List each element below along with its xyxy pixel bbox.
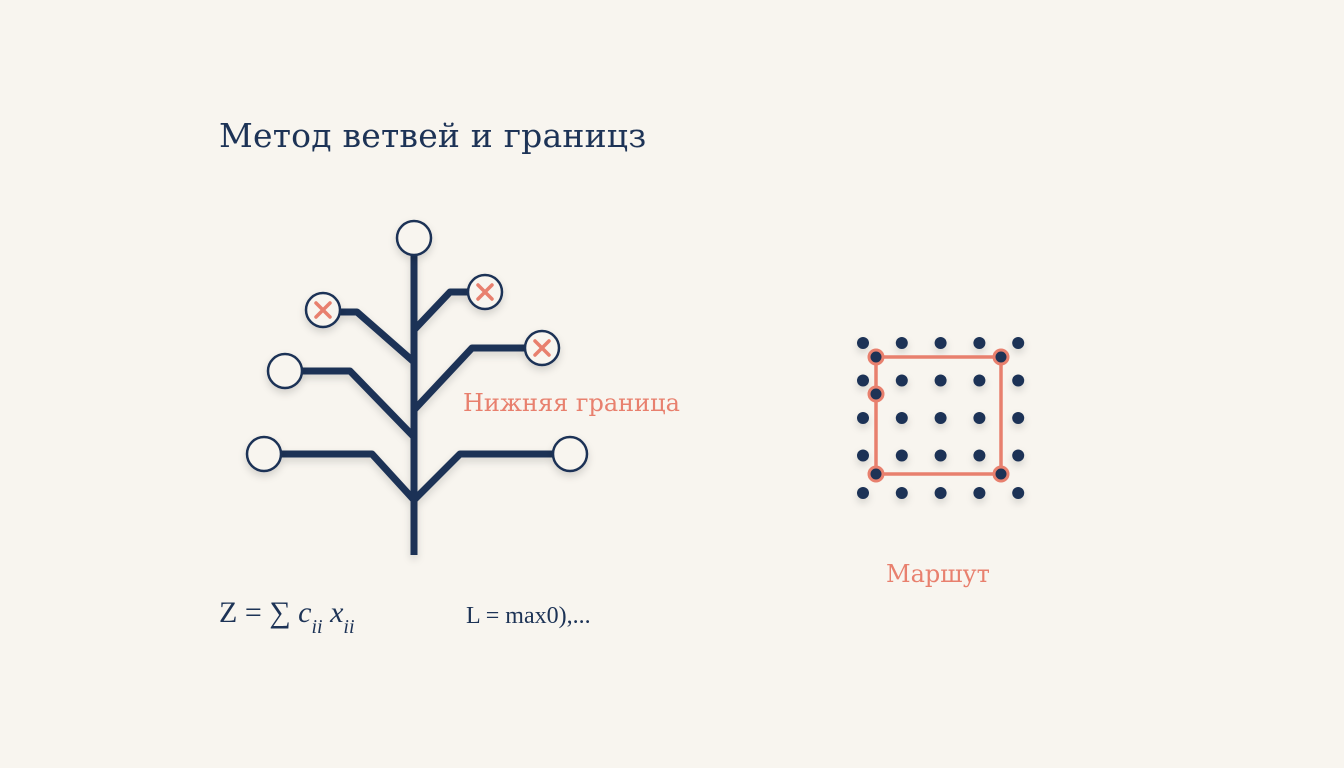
grid-dot: [857, 374, 869, 387]
route-stop: [992, 465, 1010, 483]
grid-dot: [934, 449, 947, 462]
grid-dot: [934, 374, 947, 387]
tree-node-lower-left: [245, 435, 283, 473]
tree-node-mid-left: [266, 352, 304, 390]
route-stop: [992, 348, 1010, 366]
route-stops: [867, 348, 1010, 483]
grid-dot: [857, 487, 869, 499]
route-stop: [867, 385, 885, 403]
branch-lower-right: [411, 450, 553, 503]
formula-x-subscript: ii: [343, 616, 355, 638]
branch-lower-left: [281, 450, 417, 503]
grid-dot: [973, 412, 986, 424]
route-stop: [867, 348, 885, 366]
branch-upper-right: [411, 288, 468, 333]
grid-dot: [895, 449, 908, 462]
grid-dot: [857, 337, 869, 349]
grid-dot: [895, 374, 908, 387]
grid-dot: [1012, 374, 1025, 387]
page-title: Метод ветвей и границз: [219, 116, 647, 155]
formula-c-subscript: ii: [311, 616, 323, 638]
lower-bound-formula: L = max0),...: [466, 603, 591, 629]
tree-node-root: [395, 219, 433, 257]
tree-node-lower-right: [551, 435, 589, 473]
pruned-markers: [314, 283, 551, 357]
grid-dot: [857, 412, 869, 424]
grid-dot: [857, 449, 869, 462]
close-icon: [476, 283, 494, 301]
formula-x: x: [330, 596, 344, 629]
branch-upper-left: [340, 308, 417, 365]
grid-dot: [895, 412, 908, 424]
branch-mid-right: [411, 344, 525, 413]
grid-dot: [895, 337, 908, 349]
grid-dot: [934, 487, 947, 499]
route-path: [867, 348, 1010, 483]
grid-dot: [1012, 487, 1025, 499]
formula-c: c: [298, 596, 312, 629]
close-icon: [533, 339, 551, 357]
grid-dot: [973, 449, 986, 462]
close-icon: [314, 301, 332, 319]
tree-branches: [281, 256, 553, 555]
route-label: Маршут: [886, 560, 990, 588]
grid-dot: [973, 487, 986, 499]
grid-dot: [1012, 337, 1025, 349]
grid-dot: [973, 374, 986, 387]
formula-z-prefix: Z = ∑: [219, 596, 299, 629]
tree-nodes: [245, 219, 589, 473]
grid-dot: [934, 412, 947, 424]
route-grid: [857, 337, 1025, 499]
grid-dot: [934, 337, 947, 349]
grid-dot: [1012, 412, 1025, 424]
route-stop: [867, 465, 885, 483]
grid-dot: [973, 337, 986, 349]
grid-dot: [1012, 449, 1025, 462]
objective-formula: Z = ∑ cii xii: [219, 596, 355, 638]
branch-mid-left: [300, 367, 417, 440]
grid-dot: [895, 487, 908, 499]
lower-bound-label: Нижняя граница: [463, 389, 680, 417]
